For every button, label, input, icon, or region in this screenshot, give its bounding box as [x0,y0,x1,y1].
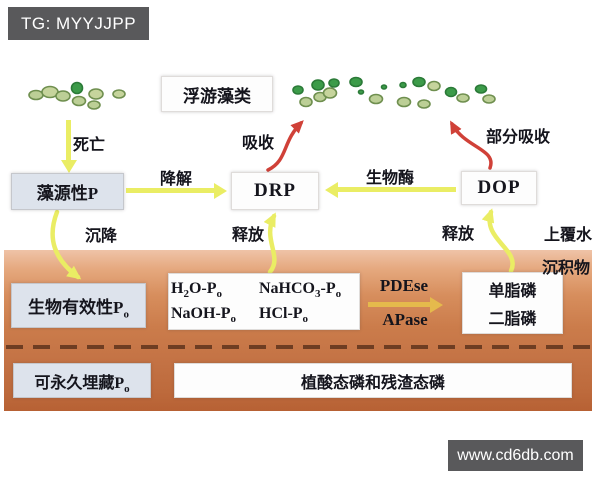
buried-p-label: 可永久埋藏Po [34,374,130,395]
plankton-algae-label: 浮游藻类 [183,86,251,106]
algae-cell [412,76,426,88]
algae-cell [357,89,365,95]
arrowhead-right [214,183,227,199]
algae-cell [299,96,313,108]
uptake-arrow [266,120,304,172]
algae-cell [28,89,44,101]
dop-box: DOP [461,171,537,205]
partial-uptake-label: 部分吸收 [485,129,551,146]
residual-p-box: 植酸态磷和残渣态磷 [174,363,572,398]
curved-arrows-layer [28,76,515,280]
algae-cell [482,94,496,104]
extractant-hcl-p: HCl-Po [259,305,309,326]
bioavailable-p-box: 生物有效性Po [11,283,146,328]
plankton-algae-box: 浮游藻类 [161,76,273,112]
drp-box: DRP [231,172,319,210]
algae-cell [396,96,412,108]
diester-p-label: 二脂磷 [488,311,537,328]
algae-cell [55,90,71,102]
algae-cell [444,86,458,98]
algae-cell [474,84,488,94]
residual-p-label: 植酸态磷和残渣态磷 [300,374,445,392]
release-label-dop: 释放 [441,226,475,243]
algae-cell [380,84,388,90]
arrowhead-down [61,160,77,173]
partial-uptake-arrow [450,120,493,170]
algae-cell [417,99,431,109]
algae-cell [456,93,470,103]
release-drp-arrow [263,212,277,275]
pdese-label: PDEse [379,276,429,295]
algae-cell [368,93,384,105]
death-label: 死亡 [72,137,106,154]
release-dop-arrow [481,208,515,274]
burial-boundary-dashed-line [6,345,590,349]
drp-label: DRP [253,180,297,201]
algae-cell [70,81,84,95]
uptake-label: 吸收 [241,135,275,152]
buried-p-box: 可永久埋藏Po [13,363,151,398]
extractant-naoh-p: NaOH-Po [171,305,237,326]
algae-cell [349,76,363,88]
algae-cell [112,89,126,99]
overlying-water-label: 上覆水 [543,227,593,244]
sequential-extraction-box: H2O-Po NaHCO3-Po NaOH-Po HCl-Po [168,273,360,330]
extractant-h2o-p: H2O-Po [171,280,222,301]
lipid-p-box: 单脂磷 二脂磷 [462,272,563,334]
degradation-label: 降解 [159,171,193,188]
algae-cell [399,81,407,89]
algae-cell [328,78,340,88]
arrowhead-left [325,182,338,198]
dop-label: DOP [477,177,521,198]
release-label-drp: 释放 [231,227,265,244]
phosphorus-cycle-diagram: 浮游藻类 藻源性P DRP DOP 生物有效性Po H2O-Po NaHCO3-… [4,66,592,411]
settling-label: 沉降 [84,228,118,245]
bioavailable-p-label: 生物有效性Po [28,298,129,321]
algae-cell [292,85,304,95]
watermark: www.cd6db.com [448,440,583,471]
algal-source-p-label: 藻源性P [36,184,99,203]
sediment-zone-label: 沉积物 [541,260,591,277]
apase-label: APase [382,310,428,329]
algae-cell [427,80,441,92]
monoester-p-label: 单脂磷 [488,283,537,300]
bio-enzyme-label: 生物酶 [365,170,415,187]
algae-cluster-left [28,81,126,110]
arrowhead-right [430,297,443,313]
algae-cell [88,88,104,100]
extractant-nahco3-p: NaHCO3-Po [259,280,342,301]
algae-cell [311,79,325,91]
algae-cell [322,87,338,99]
algae-cluster-right [292,76,496,109]
settling-arrow [50,209,82,280]
algal-source-p-box: 藻源性P [11,173,124,210]
algae-cell [71,95,87,107]
page-tag: TG: MYYJJPP [8,7,150,40]
algae-cell [87,100,101,110]
